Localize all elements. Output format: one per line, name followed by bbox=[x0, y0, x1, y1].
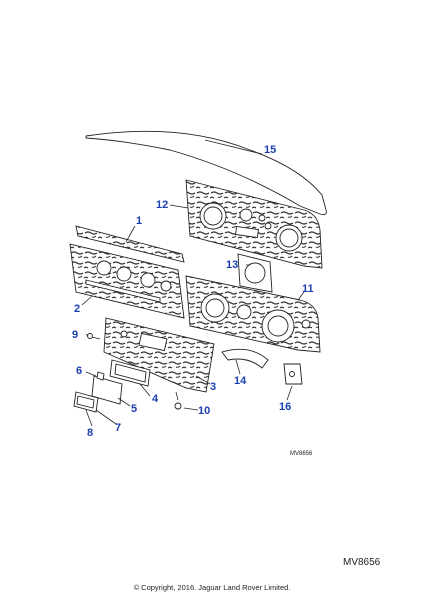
main-instrument-panel bbox=[185, 275, 321, 353]
callout-labels: 1 2 3 4 5 6 7 8 9 10 11 12 13 14 15 16 bbox=[72, 144, 314, 439]
callout-14[interactable]: 14 bbox=[234, 375, 247, 387]
callout-13[interactable]: 13 bbox=[226, 259, 238, 271]
leader-lines bbox=[81, 204, 305, 427]
callout-15[interactable]: 15 bbox=[264, 144, 276, 156]
lower-bezel bbox=[103, 317, 215, 393]
screw-9 bbox=[87, 333, 101, 340]
callout-9[interactable]: 9 bbox=[72, 329, 78, 341]
callout-10[interactable]: 10 bbox=[198, 405, 210, 417]
callout-3[interactable]: 3 bbox=[210, 381, 216, 393]
seal-strip bbox=[221, 348, 269, 369]
switch-housing bbox=[109, 359, 151, 387]
drawing-reference-small: MV8656 bbox=[290, 451, 313, 457]
callout-1[interactable]: 1 bbox=[136, 215, 142, 227]
bracket bbox=[283, 363, 303, 385]
screw-10 bbox=[174, 391, 182, 410]
callout-2[interactable]: 2 bbox=[74, 303, 80, 315]
dashboard-top-panel bbox=[85, 130, 327, 215]
gasket bbox=[237, 253, 273, 293]
callout-8[interactable]: 8 bbox=[87, 427, 93, 439]
switch-panel bbox=[69, 243, 185, 319]
switch-unit bbox=[91, 375, 123, 405]
copyright-notice: © Copyright, 2016. Jaguar Land Rover Lim… bbox=[133, 583, 291, 592]
callout-12[interactable]: 12 bbox=[156, 199, 168, 211]
clip bbox=[96, 371, 105, 381]
callout-11[interactable]: 11 bbox=[302, 283, 314, 295]
callout-5[interactable]: 5 bbox=[131, 403, 137, 415]
callout-7[interactable]: 7 bbox=[115, 422, 121, 434]
drawing-reference-large: MV8656 bbox=[343, 557, 381, 568]
rear-instrument-panel bbox=[185, 179, 323, 269]
callout-4[interactable]: 4 bbox=[152, 393, 159, 405]
switch-module bbox=[73, 391, 99, 413]
callout-16[interactable]: 16 bbox=[279, 401, 291, 413]
upper-trim-strip bbox=[75, 225, 185, 263]
callout-6[interactable]: 6 bbox=[76, 365, 82, 377]
